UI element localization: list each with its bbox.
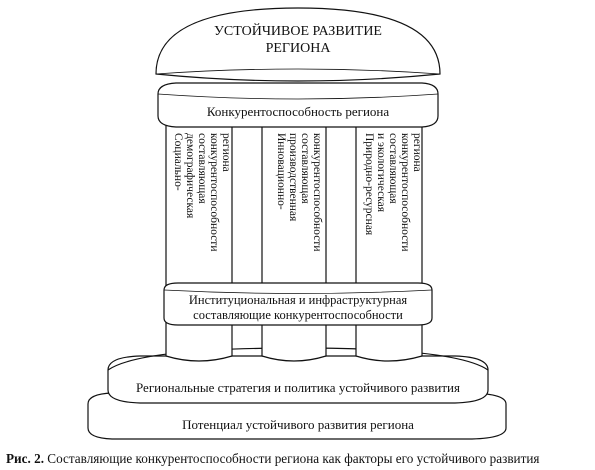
column-3-line-3: составляющая (387, 133, 399, 204)
base-lower-plinth (87, 392, 507, 440)
column-2-line-1: Инновационно- (275, 133, 287, 210)
column-2-line-2: производственная (287, 133, 299, 222)
column-3-base (355, 322, 423, 362)
column-3-line-2: и экологическая (375, 133, 387, 213)
figure-caption: Рис. 2. Составляющие конкурентоспособнос… (6, 451, 591, 467)
column-2-line-4: конкурентоспособности (311, 133, 323, 251)
column-1-line-5: региона (220, 133, 232, 172)
column-3-line-5: региона (411, 133, 423, 172)
column-2-label: Инновационно- производственная составляю… (275, 133, 323, 251)
base-lower-label: Потенциал устойчивого развития региона (182, 417, 414, 432)
column-1-line-2: демографическая (184, 133, 196, 219)
column-2-line-3: составляющая (299, 133, 311, 204)
column-1-label: Социально- демографическая составляющая … (172, 133, 232, 251)
column-1-line-4: конкурентоспособности (208, 133, 220, 251)
middle-band-line1: Институциональная и инфраструктурная (189, 293, 408, 307)
top-band-label: Конкурентоспособность региона (207, 104, 390, 119)
column-3-line-1: Природно-ресурсная (363, 133, 375, 236)
base-upper-plinth (107, 355, 489, 404)
column-1-base (165, 322, 233, 362)
middle-band (163, 282, 433, 326)
dome-title-line1: УСТОЙЧИВОЕ РАЗВИТИЕ (214, 22, 382, 39)
figure-caption-prefix: Рис. 2. (6, 451, 44, 466)
column-1-line-3: составляющая (196, 133, 208, 204)
dome (155, 7, 441, 82)
dome-title-line2: РЕГИОНА (266, 41, 332, 56)
figure-caption-text: Составляющие конкурентоспособности регио… (47, 451, 540, 466)
column-3-line-4: конкурентоспособности (399, 133, 411, 251)
column-2-base (261, 322, 327, 362)
top-band-shape (157, 82, 439, 128)
base-upper-label: Региональные стратегия и политика устойч… (136, 380, 460, 395)
middle-band-line2: составляющие конкурентоспособности (193, 308, 403, 322)
column-1-line-1: Социально- (172, 133, 184, 191)
column-3-label: Природно-ресурсная и экологическая соста… (363, 133, 423, 251)
